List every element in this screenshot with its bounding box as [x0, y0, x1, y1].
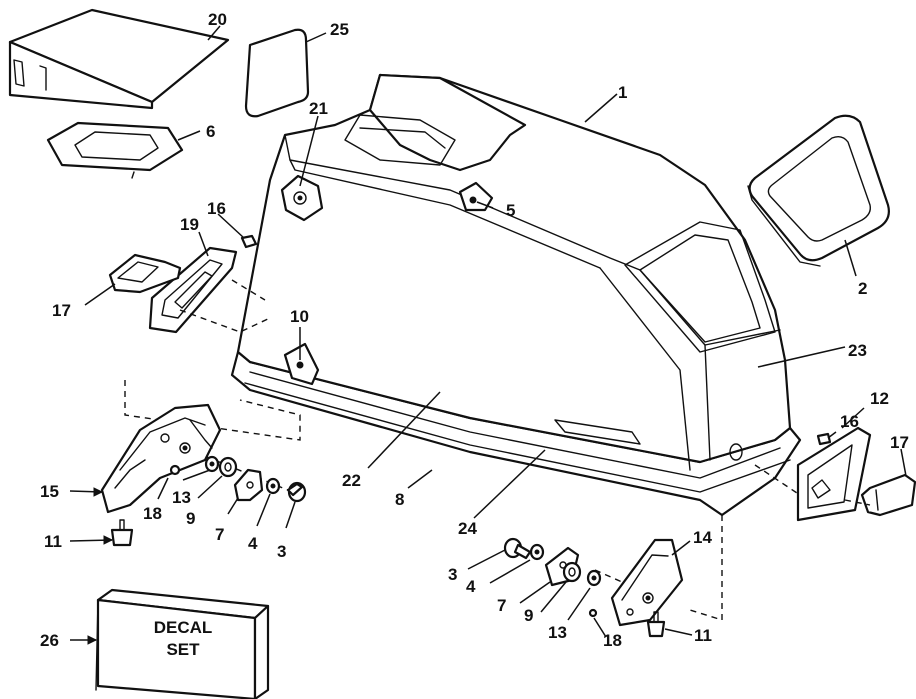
callout-5: 5 — [506, 201, 515, 220]
callout-3-right: 3 — [448, 565, 457, 584]
callout-8: 8 — [395, 490, 404, 509]
callout-16-right: 16 — [840, 412, 859, 431]
callout-11-right: 11 — [694, 626, 712, 645]
part-17-bushing-left — [108, 253, 182, 294]
callout-4-left: 4 — [248, 534, 258, 553]
callout-22: 22 — [342, 471, 361, 490]
decal-label-line2: SET — [166, 640, 200, 659]
part-9-washer-right — [562, 561, 582, 583]
callouts: 20 25 1 6 21 16 19 5 2 17 10 23 16 12 17… — [40, 10, 909, 650]
callout-9-right: 9 — [524, 606, 533, 625]
callout-12: 12 — [870, 389, 889, 408]
callout-17-right: 17 — [890, 433, 909, 452]
part-18-nut-right — [588, 608, 598, 618]
callout-2: 2 — [858, 279, 867, 298]
hardware-left — [169, 455, 307, 503]
part-6-seal — [46, 121, 184, 179]
decal-label-line1: DECAL — [154, 618, 213, 637]
callout-4-right: 4 — [466, 577, 476, 596]
part-18-nut-left — [169, 464, 181, 476]
part-15-bracket-left — [100, 403, 222, 514]
part-16-plug-left — [240, 234, 258, 249]
callout-13-left: 13 — [172, 488, 191, 507]
part-1-engine-cover — [230, 73, 802, 517]
callout-26: 26 — [40, 631, 59, 650]
arrowheads — [87, 487, 114, 645]
part-7-bracket-left — [233, 468, 264, 502]
callout-25: 25 — [330, 20, 349, 39]
callout-18-left: 18 — [143, 504, 162, 523]
callout-11-left: 11 — [44, 532, 62, 551]
callout-19: 19 — [180, 215, 199, 234]
part-11-foot-left — [110, 519, 134, 547]
callout-21: 21 — [309, 99, 328, 118]
callout-7-right: 7 — [497, 596, 506, 615]
assembly-lines-right — [594, 464, 871, 621]
callout-16-left: 16 — [207, 199, 226, 218]
callout-3-left: 3 — [277, 542, 286, 561]
callout-9-left: 9 — [186, 509, 195, 528]
callout-18-right: 18 — [603, 631, 622, 650]
callout-20: 20 — [208, 10, 227, 29]
callout-23: 23 — [848, 341, 867, 360]
part-11-foot-right — [646, 611, 666, 638]
part-21-latch — [280, 174, 324, 222]
callout-15: 15 — [40, 482, 59, 501]
part-25-pad — [244, 28, 310, 118]
callout-10: 10 — [290, 307, 309, 326]
part-3-screw-right — [503, 537, 532, 560]
leader-lines — [69, 25, 907, 641]
part-16-plug-right — [816, 432, 832, 446]
part-17-bushing-right — [860, 473, 916, 517]
part-20-cover-cap — [8, 8, 230, 110]
callout-6: 6 — [206, 122, 215, 141]
hardware-right — [503, 537, 602, 618]
callout-17-left: 17 — [52, 301, 71, 320]
part-3-screw-left — [286, 481, 307, 503]
part-26-decal-box — [95, 588, 270, 699]
part-12-plate-right — [796, 426, 872, 522]
callout-1: 1 — [618, 83, 627, 102]
part-9-washer-left — [218, 456, 238, 478]
part-2-window — [747, 114, 890, 267]
assembly-lines-left — [124, 279, 301, 496]
part-10-latch — [283, 342, 320, 386]
callout-24: 24 — [458, 519, 477, 538]
part-14-bracket-right — [610, 538, 684, 627]
callout-7-left: 7 — [215, 525, 224, 544]
callout-14: 14 — [693, 528, 712, 547]
callout-13-right: 13 — [548, 623, 567, 642]
part-5-screw — [458, 181, 494, 212]
part-19-plate — [148, 246, 238, 334]
